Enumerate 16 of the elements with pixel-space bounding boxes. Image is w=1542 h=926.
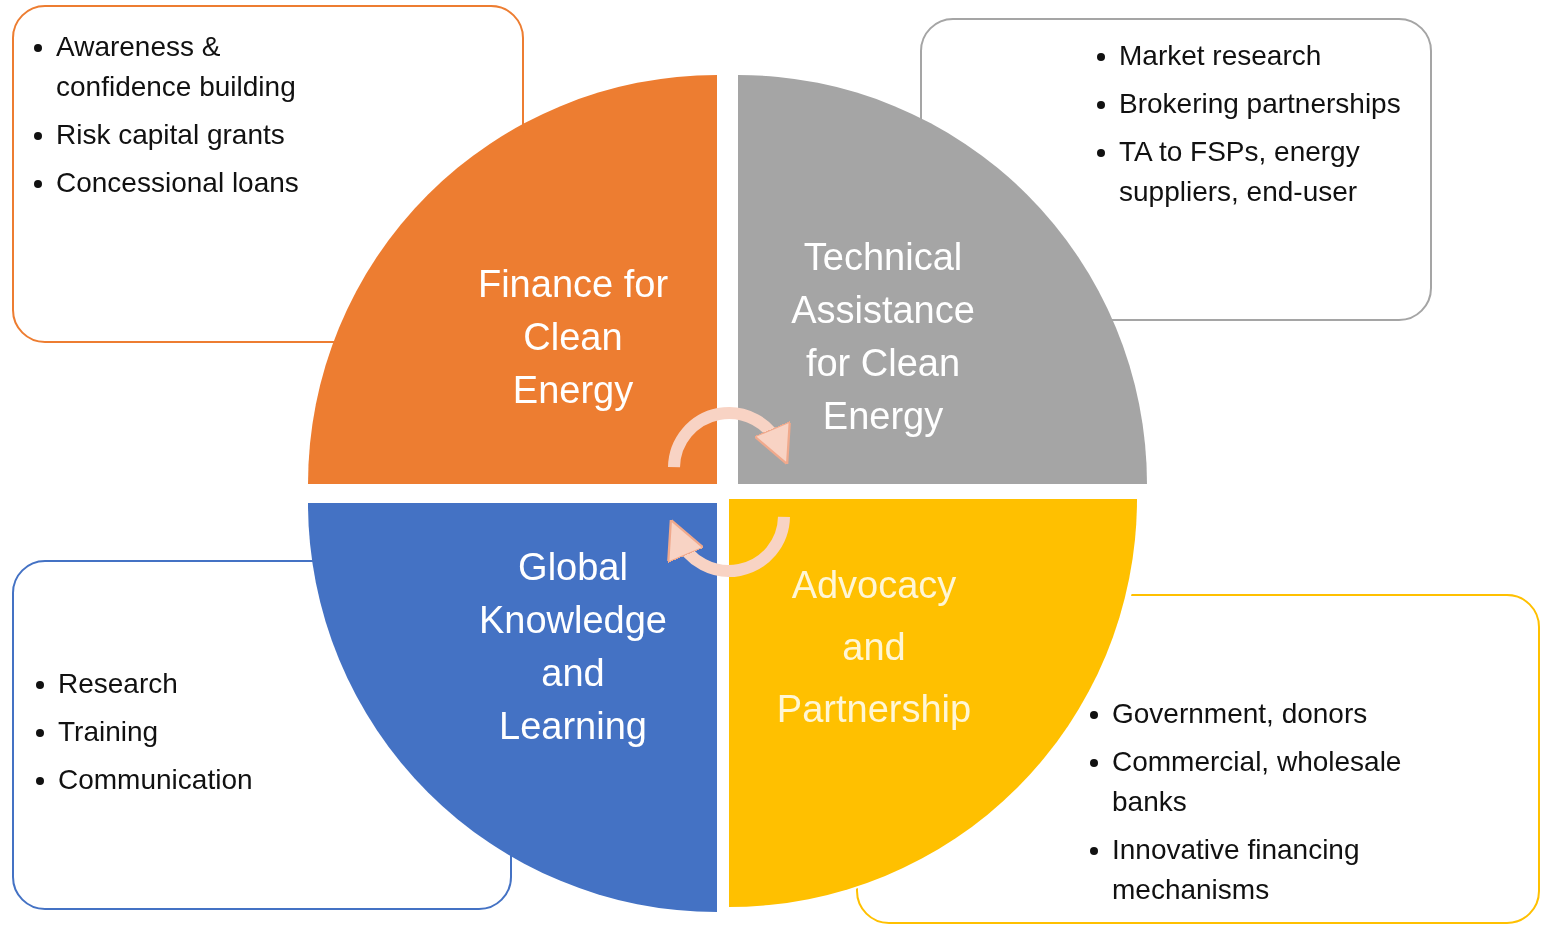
bullet-item: Innovative financing mechanisms: [1112, 834, 1360, 905]
bullet-item: Concessional loans: [56, 167, 299, 198]
segment-title: Advocacy and Partnership: [775, 563, 973, 732]
bullet-item: Communication: [58, 764, 253, 795]
bullet-item: Commercial, wholesale banks: [1112, 746, 1402, 817]
segment-title: Global Knowledge and Learning: [477, 545, 668, 749]
bullet-item: Training: [58, 716, 159, 747]
bullet-item: Awareness & confidence building: [56, 31, 296, 102]
bullet-item: Market research: [1119, 40, 1322, 71]
bullet-item: Risk capital grants: [56, 119, 285, 150]
bullet-item: Government, donors: [1112, 698, 1368, 729]
segment-title: Technical Assistance for Clean Energy: [790, 235, 976, 439]
segment-title: Finance for Clean Energy: [476, 262, 670, 413]
bullet-item: Research: [58, 668, 178, 699]
bullet-item: Brokering partnerships: [1119, 88, 1401, 119]
bullet-item: TA to FSPs, energy suppliers, end-user: [1119, 136, 1360, 207]
